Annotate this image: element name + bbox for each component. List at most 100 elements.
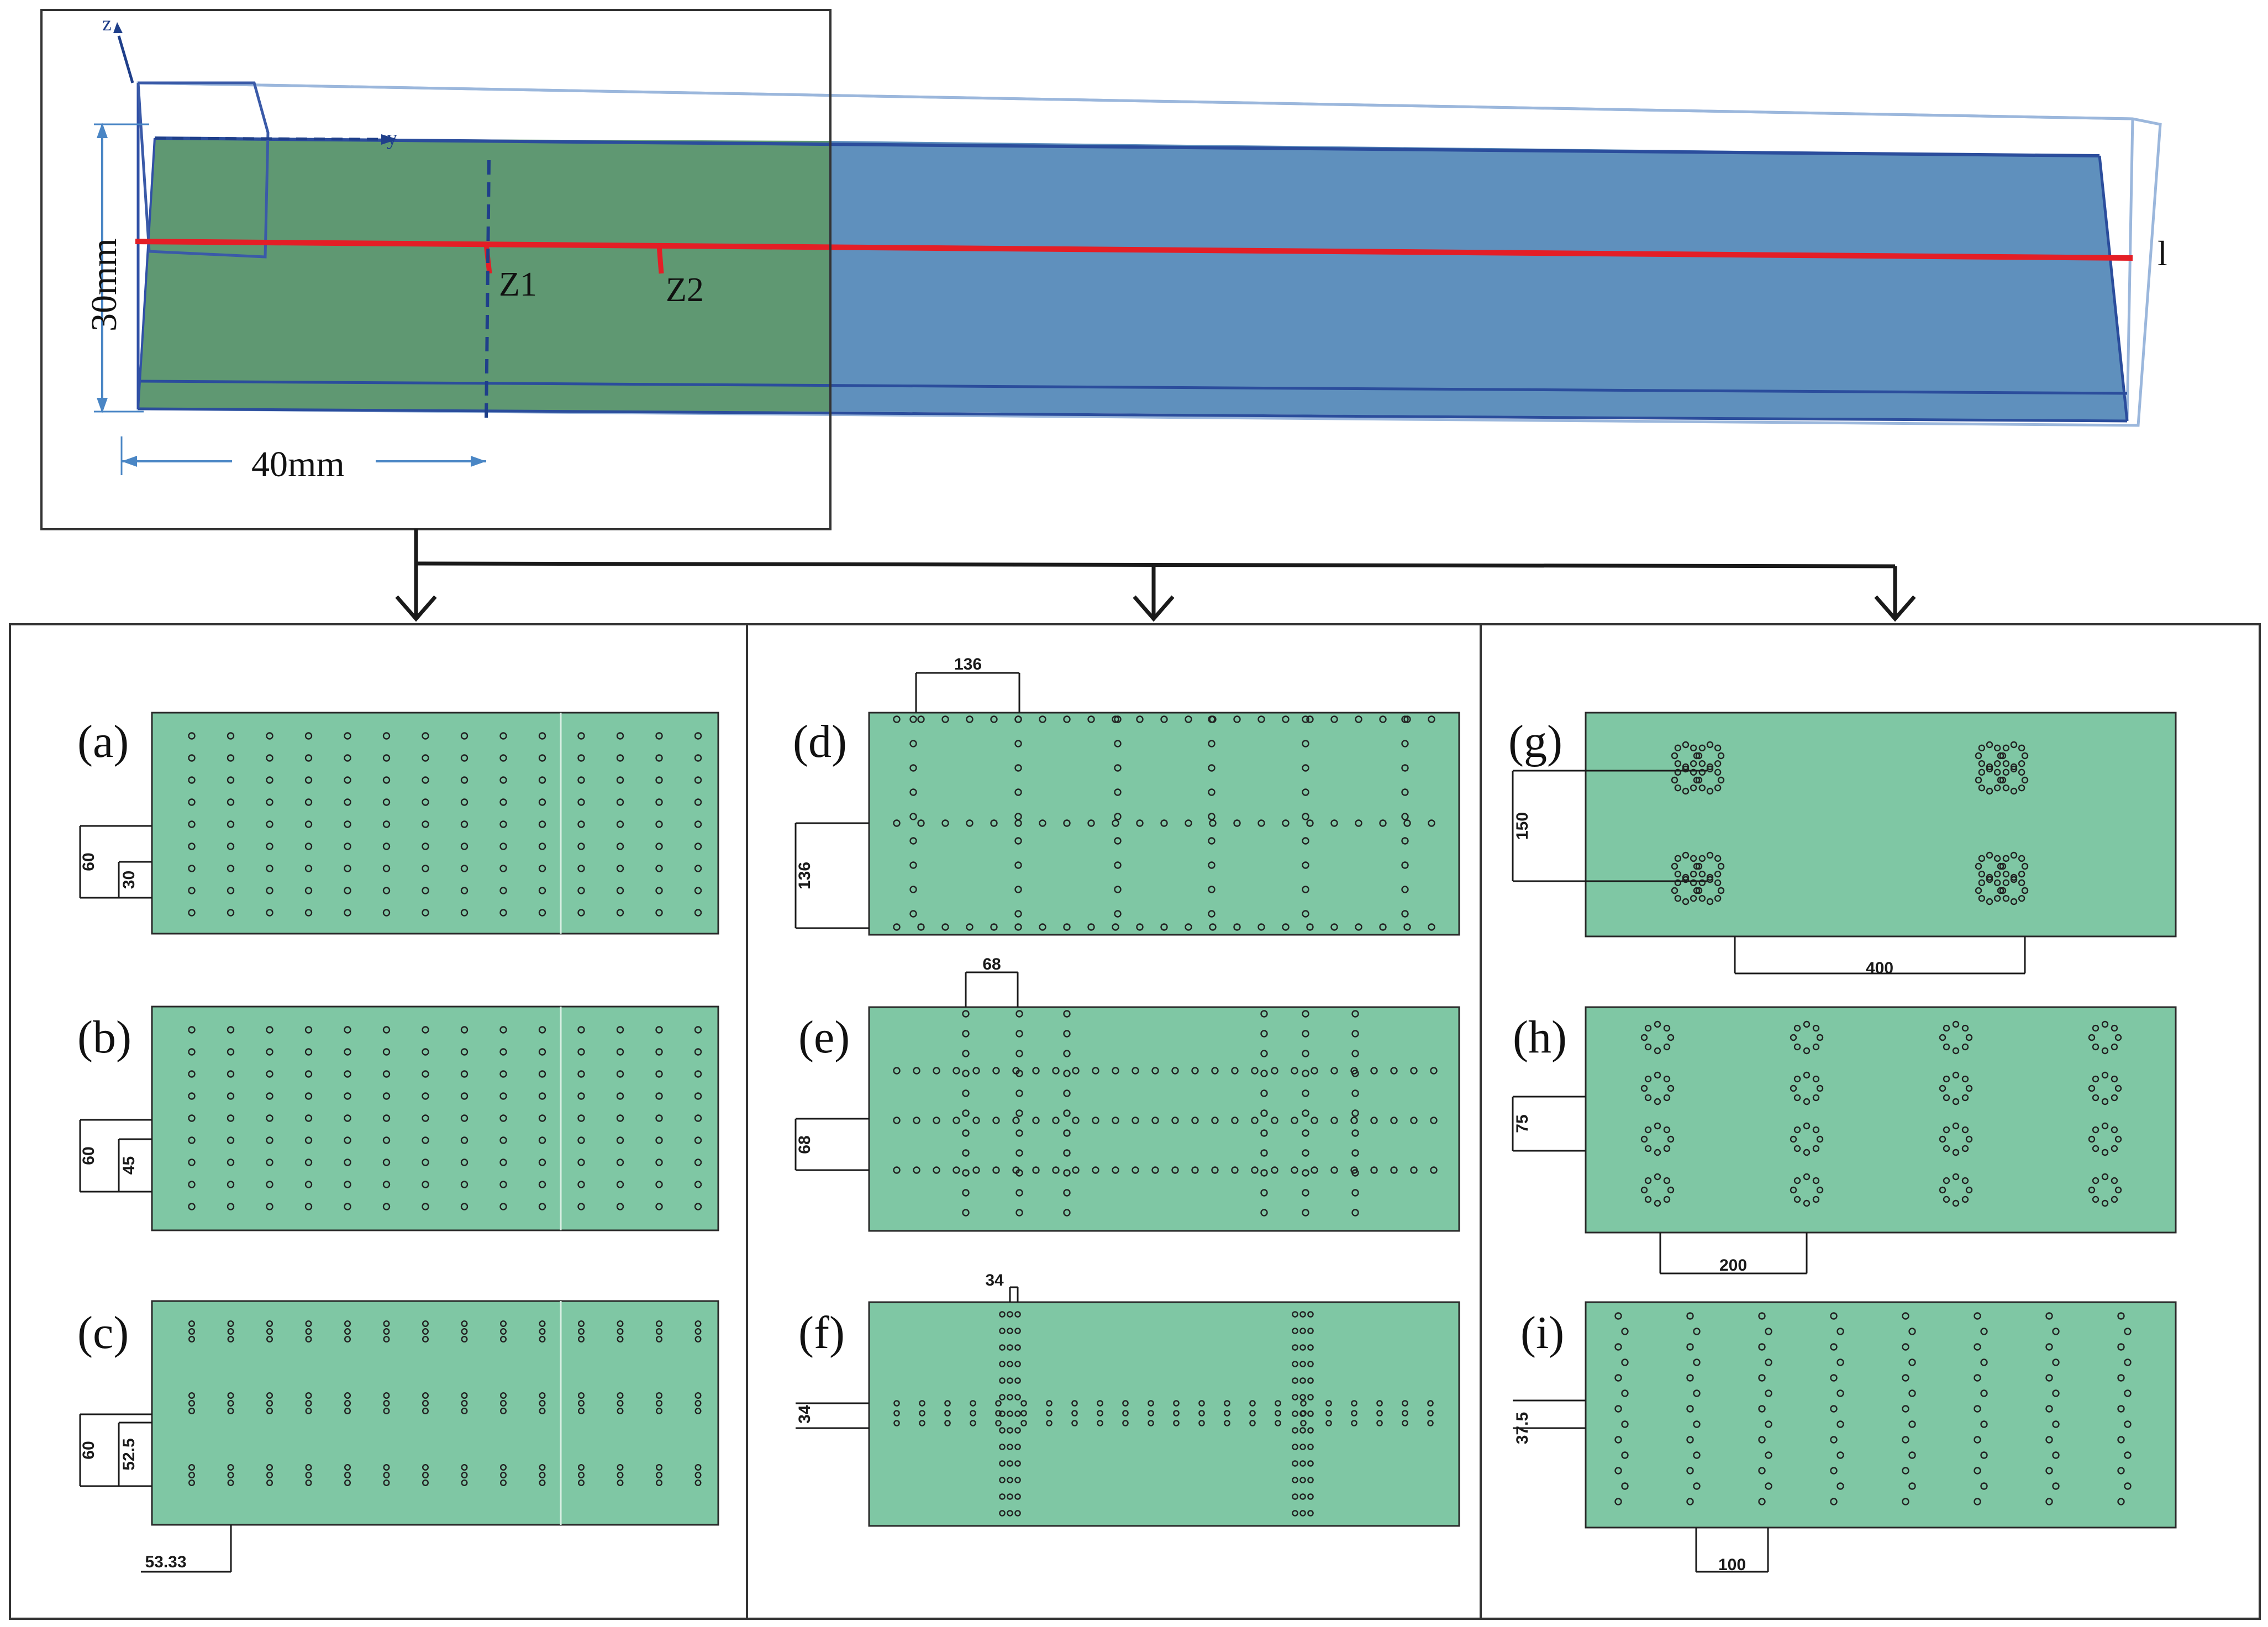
hole	[382, 1136, 391, 1144]
hole	[1986, 787, 1993, 795]
hole	[962, 1149, 970, 1157]
hole	[962, 1129, 970, 1137]
hole	[1351, 1050, 1359, 1057]
hole	[1015, 1030, 1023, 1038]
hole	[1803, 1071, 1811, 1079]
hole	[1902, 1467, 1909, 1475]
hole	[941, 923, 949, 931]
hole	[1952, 1122, 1960, 1130]
hole	[999, 1328, 1006, 1334]
hole	[499, 776, 507, 784]
hole	[344, 1399, 351, 1407]
hole	[1063, 1050, 1071, 1057]
hole	[2092, 1043, 2099, 1051]
hole	[655, 1070, 663, 1078]
hole	[1330, 819, 1338, 827]
hole	[1836, 1420, 1844, 1428]
hole	[1693, 752, 1701, 760]
hole	[1122, 1410, 1129, 1417]
hole	[1148, 1410, 1154, 1417]
hole	[1299, 1493, 1306, 1500]
hole	[1257, 819, 1265, 827]
hole	[1717, 776, 1725, 784]
hole	[1299, 1460, 1306, 1467]
hole	[1758, 1498, 1766, 1505]
hole	[188, 1181, 196, 1188]
hole	[1302, 715, 1309, 723]
arrow-middle	[1133, 595, 1175, 622]
hole	[1063, 1189, 1071, 1197]
hole	[1961, 1177, 1969, 1184]
hole	[227, 1320, 234, 1327]
hole	[1614, 1467, 1622, 1475]
hole	[1325, 1410, 1332, 1417]
hole	[422, 865, 429, 872]
hole	[1401, 861, 1409, 869]
hole	[1993, 870, 2001, 878]
hole	[227, 865, 235, 872]
hole	[1654, 1020, 1661, 1028]
hole	[227, 843, 235, 850]
hole	[1014, 886, 1022, 893]
hole	[2045, 1374, 2053, 1382]
hole	[1376, 1410, 1383, 1417]
hole	[1644, 1177, 1652, 1184]
hole	[694, 754, 702, 762]
hole	[577, 1159, 585, 1166]
hole	[1302, 1089, 1309, 1097]
hole	[1974, 1374, 1981, 1382]
hole	[2114, 1186, 2122, 1194]
hole	[2010, 898, 2018, 905]
hole	[962, 1189, 970, 1197]
hole	[1072, 1067, 1080, 1075]
hole	[1379, 923, 1387, 931]
hole	[953, 1117, 960, 1124]
hole	[1974, 1436, 1981, 1444]
hole	[344, 1320, 351, 1327]
hole	[1032, 1166, 1040, 1174]
hole	[1986, 876, 1993, 883]
hole	[1902, 1498, 1909, 1505]
hole	[999, 1493, 1006, 1500]
hole	[1039, 923, 1046, 931]
hole	[188, 1159, 196, 1166]
hole	[461, 1471, 468, 1478]
hole	[1908, 1482, 1916, 1490]
hole	[188, 1070, 196, 1078]
hole	[499, 754, 507, 762]
hole	[1260, 1209, 1268, 1217]
hole	[2117, 1405, 2125, 1413]
hole	[1644, 1024, 1652, 1032]
hole	[1690, 894, 1697, 902]
hole	[1007, 1477, 1013, 1483]
hole	[655, 1399, 662, 1407]
hole	[577, 776, 585, 784]
hole	[2002, 760, 2010, 767]
hole	[2052, 1359, 2060, 1366]
hole	[422, 1320, 429, 1327]
dimension-label: 53.33	[145, 1553, 186, 1571]
hole	[1952, 1020, 1960, 1028]
hole	[893, 1117, 901, 1124]
hole	[2002, 855, 2010, 862]
hole	[266, 1159, 273, 1166]
hole	[1997, 887, 2004, 894]
hole	[1171, 1117, 1179, 1124]
hole	[2002, 784, 2010, 792]
hole	[266, 1203, 273, 1210]
hole	[1020, 1410, 1027, 1417]
hole	[617, 1407, 624, 1414]
hole	[577, 1328, 585, 1335]
hole	[1698, 870, 1706, 878]
hole	[694, 1471, 702, 1478]
hole	[1902, 1436, 1909, 1444]
hole	[266, 1070, 273, 1078]
z1-label: Z1	[499, 266, 537, 303]
hole	[694, 1136, 702, 1144]
hole	[617, 1335, 624, 1342]
hole	[1173, 1410, 1180, 1417]
hole	[2021, 862, 2029, 870]
hole	[577, 1136, 585, 1144]
hole	[1311, 1166, 1318, 1174]
